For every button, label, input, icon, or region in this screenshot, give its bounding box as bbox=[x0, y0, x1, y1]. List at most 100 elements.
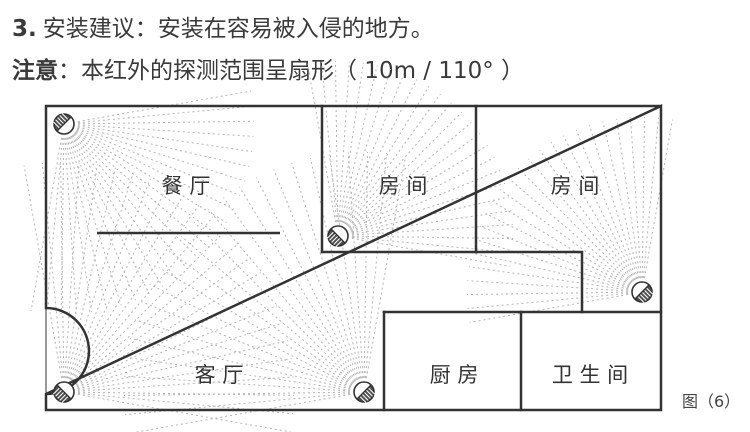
detection-ray bbox=[347, 152, 364, 379]
detection-ray bbox=[77, 322, 284, 389]
detection-ray bbox=[72, 216, 214, 382]
pir-sensor-icon bbox=[327, 225, 349, 247]
detection-ray bbox=[341, 68, 392, 223]
detection-ray bbox=[328, 154, 363, 379]
detection-ray bbox=[124, 391, 351, 396]
detection-ray bbox=[77, 120, 254, 125]
detection-ray bbox=[77, 391, 294, 396]
detection-ray bbox=[343, 79, 417, 224]
detection-ray bbox=[508, 178, 632, 284]
pir-sensor-icon bbox=[353, 381, 375, 403]
detection-ray bbox=[141, 301, 352, 388]
detection-ray bbox=[75, 131, 219, 236]
note-label: 注意 bbox=[12, 58, 58, 84]
detection-ray bbox=[575, 129, 638, 280]
detection-ray bbox=[75, 256, 251, 385]
note-line: 注意：本红外的探测范围呈扇形（ 10m / 110° ） bbox=[12, 56, 524, 86]
detection-ray bbox=[467, 280, 629, 292]
detection-ray bbox=[344, 86, 430, 225]
detection-ray bbox=[602, 121, 640, 279]
detection-ray bbox=[320, 61, 338, 223]
detection-ray bbox=[68, 136, 136, 301]
room-label-dining: 餐 厅 bbox=[162, 174, 211, 198]
install-advice-text: 安装建议：安装在容易被入侵的地方。 bbox=[42, 16, 434, 42]
detection-ray bbox=[77, 90, 252, 123]
detection-ray bbox=[77, 125, 253, 153]
detection-ray bbox=[517, 167, 633, 283]
detection-ray bbox=[76, 288, 270, 387]
detection-ray bbox=[72, 134, 188, 269]
detection-ray bbox=[351, 182, 506, 233]
detection-ray bbox=[563, 135, 637, 280]
room-label-bedroom-1: 房 间 bbox=[379, 174, 428, 198]
detection-ray bbox=[77, 105, 254, 124]
entry-door-arc bbox=[45, 306, 91, 396]
detection-ray bbox=[67, 137, 122, 306]
detection-ray bbox=[539, 149, 635, 281]
detection-ray bbox=[499, 189, 631, 285]
detection-ray bbox=[350, 157, 495, 231]
detection-ray bbox=[550, 142, 636, 281]
detection-ray bbox=[69, 136, 150, 295]
detection-ray bbox=[467, 292, 629, 310]
detection-ray bbox=[338, 61, 350, 223]
detection-ray bbox=[70, 135, 163, 287]
room-label-kitchen: 厨 房 bbox=[430, 363, 479, 387]
detection-ray bbox=[67, 172, 134, 379]
detection-ray bbox=[467, 291, 629, 296]
detection-ray bbox=[68, 178, 151, 380]
detection-ray bbox=[334, 61, 339, 223]
pir-sensor-icon bbox=[631, 281, 653, 303]
detection-ray bbox=[23, 165, 63, 379]
room-label-bedroom-2: 房 间 bbox=[551, 174, 600, 198]
detection-ray bbox=[77, 376, 294, 392]
detection-ray bbox=[73, 133, 199, 259]
detection-ray bbox=[630, 117, 642, 279]
detection-ray bbox=[349, 133, 481, 229]
detection-ray bbox=[77, 358, 292, 391]
detection-ray bbox=[340, 65, 378, 223]
detection-ray bbox=[45, 137, 64, 314]
detection-ray bbox=[76, 129, 235, 210]
detection-ray bbox=[65, 137, 93, 313]
detection-ray bbox=[474, 238, 629, 289]
install-advice-line: 3.安装建议：安装在容易被入侵的地方。 bbox=[12, 14, 434, 44]
detection-ray bbox=[255, 177, 359, 380]
detection-ray bbox=[223, 197, 357, 381]
detection-ray bbox=[588, 124, 639, 279]
detection-ray bbox=[66, 167, 116, 379]
detection-ray bbox=[471, 252, 629, 290]
detection-ray bbox=[30, 137, 63, 312]
detection-ray bbox=[350, 169, 501, 232]
detection-ray bbox=[616, 118, 641, 279]
detection-ray bbox=[71, 205, 200, 381]
detection-ray bbox=[73, 229, 227, 383]
detection-ray bbox=[351, 235, 513, 240]
detection-ray bbox=[66, 137, 107, 310]
detection-ray bbox=[77, 393, 291, 432]
detection-ray bbox=[77, 392, 294, 415]
detection-ray bbox=[74, 242, 240, 384]
detection-ray bbox=[76, 128, 241, 196]
detection-ray bbox=[60, 162, 65, 379]
detection-ray bbox=[76, 305, 278, 388]
detection-ray bbox=[349, 144, 488, 230]
detection-ray bbox=[347, 111, 463, 227]
detection-ray bbox=[77, 340, 289, 390]
room-label-living: 客 厅 bbox=[195, 363, 244, 387]
detection-ray bbox=[351, 210, 512, 235]
detection-ray bbox=[342, 73, 405, 224]
detection-ray bbox=[134, 393, 351, 432]
detection-ray bbox=[485, 213, 630, 287]
detection-ray bbox=[528, 158, 634, 282]
detection-ray bbox=[64, 162, 80, 379]
detection-ray bbox=[492, 200, 631, 286]
detection-ray bbox=[468, 266, 629, 291]
detection-ray bbox=[125, 392, 351, 416]
detection-ray bbox=[469, 293, 629, 323]
step-number: 3. bbox=[12, 16, 37, 42]
detection-ray bbox=[479, 225, 630, 288]
detection-ray bbox=[291, 162, 361, 379]
note-text: ：本红外的探测范围呈扇形（ 10m / 110° ） bbox=[58, 58, 525, 84]
